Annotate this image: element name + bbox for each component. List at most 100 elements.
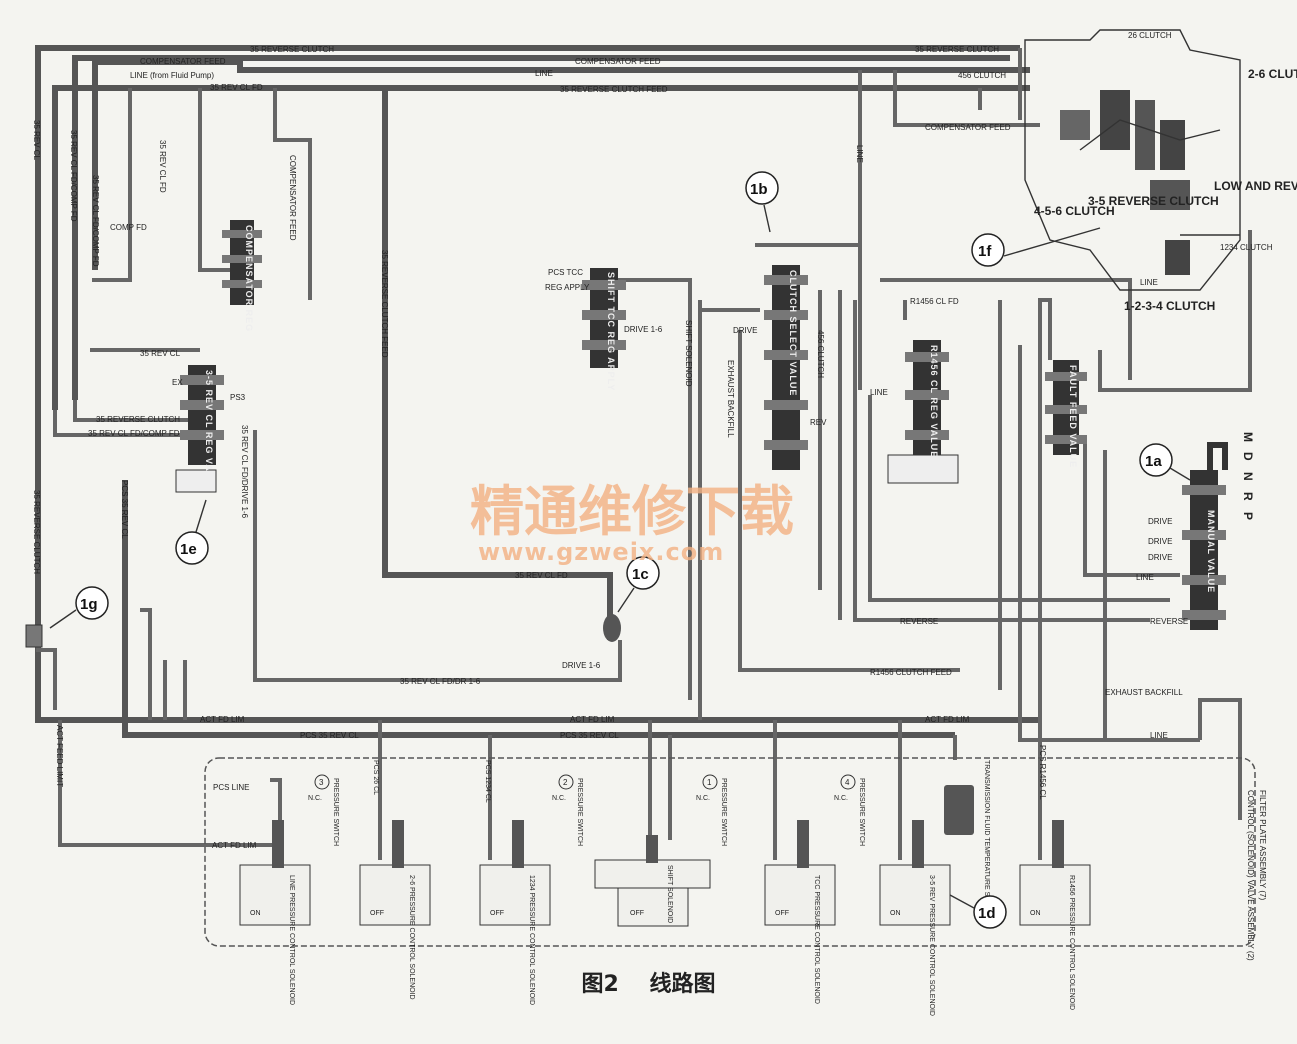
svg-text:ACT FD LIM: ACT FD LIM bbox=[570, 715, 615, 724]
callout-1g: 1g bbox=[49, 586, 109, 629]
svg-text:MANUAL VALUE: MANUAL VALUE bbox=[1206, 510, 1216, 593]
svg-text:3-5 REV PRESSURE CONTROL SOLEN: 3-5 REV PRESSURE CONTROL SOLENOID bbox=[928, 875, 935, 1016]
svg-text:ACT FD LIM: ACT FD LIM bbox=[200, 715, 245, 724]
ball-check-1c bbox=[603, 614, 621, 642]
svg-text:COMPENSATOR FEED: COMPENSATOR FEED bbox=[925, 123, 1011, 132]
svg-text:ON: ON bbox=[250, 910, 261, 917]
tft-sensor-label: TRANSMISSION FLUID TEMPERATURE SENSOR bbox=[983, 760, 990, 921]
valve-fault-feed: FAULT FEED VALUE bbox=[1045, 360, 1087, 468]
svg-text:SHIFT SOLENOID: SHIFT SOLENOID bbox=[666, 865, 673, 923]
svg-text:1d: 1d bbox=[978, 905, 996, 922]
svg-text:LINE: LINE bbox=[1150, 731, 1168, 740]
callout-1f: 1f bbox=[971, 227, 1101, 267]
svg-text:PCS R1456 CL: PCS R1456 CL bbox=[1038, 745, 1047, 800]
valve-shift-tcc: SHIFT TCC REG APPLY bbox=[582, 268, 626, 391]
svg-text:35 REVERSE CLUTCH FEED: 35 REVERSE CLUTCH FEED bbox=[560, 85, 668, 94]
svg-text:PRESSURE SWITCH: PRESSURE SWITCH bbox=[576, 778, 583, 846]
manual-position-indicator: M D N R P bbox=[1241, 432, 1255, 520]
svg-text:N.C.: N.C. bbox=[552, 795, 566, 802]
svg-text:35 REV CL FD/COMP FD: 35 REV CL FD/COMP FD bbox=[91, 175, 100, 267]
svg-text:35 REVERSE CLUTCH: 35 REVERSE CLUTCH bbox=[32, 490, 41, 574]
svg-text:PRESSURE SWITCH: PRESSURE SWITCH bbox=[858, 778, 865, 846]
valve-clutch-select: CLUTCH SELECT VALUE bbox=[764, 265, 808, 470]
svg-text:DRIVE: DRIVE bbox=[1148, 517, 1172, 526]
svg-text:N.C.: N.C. bbox=[696, 795, 710, 802]
svg-text:PCS 35 REV CL: PCS 35 REV CL bbox=[300, 731, 359, 740]
svg-text:PCS 26 CL: PCS 26 CL bbox=[372, 760, 379, 795]
svg-text:PRESSURE SWITCH: PRESSURE SWITCH bbox=[720, 778, 727, 846]
tft-sensor bbox=[944, 785, 974, 835]
svg-text:35 REV CL FD: 35 REV CL FD bbox=[158, 140, 167, 193]
watermark-cn: 精通维修下载 bbox=[470, 480, 794, 543]
svg-text:35 REV CL FD/COMP FD: 35 REV CL FD/COMP FD bbox=[69, 130, 78, 222]
svg-text:1f: 1f bbox=[978, 243, 992, 260]
svg-text:3: 3 bbox=[319, 778, 324, 787]
svg-text:2: 2 bbox=[563, 778, 568, 787]
svg-text:R1456 PRESSURE CONTROL SOLENOI: R1456 PRESSURE CONTROL SOLENOID bbox=[1068, 875, 1075, 1010]
svg-text:ACT FD LIM: ACT FD LIM bbox=[212, 841, 257, 850]
svg-text:REVERSE: REVERSE bbox=[1150, 617, 1188, 626]
label-2-6-clutch: 2-6 CLUTCH bbox=[1248, 67, 1297, 81]
svg-text:DRIVE: DRIVE bbox=[733, 326, 757, 335]
svg-text:N: N bbox=[1241, 472, 1255, 481]
pressure-switch-1: PRESSURE SWITCH 1 N.C. bbox=[696, 774, 727, 846]
svg-text:SHIFT SOLENOID: SHIFT SOLENOID bbox=[684, 320, 693, 387]
svg-text:PCS TCC: PCS TCC bbox=[548, 268, 583, 277]
solenoid-line-pcs: LINE PRESSURE CONTROL SOLENOID ON bbox=[239, 820, 311, 1005]
pressure-switch-2: PRESSURE SWITCH 2 N.C. bbox=[552, 774, 583, 846]
callout-1d: 1d bbox=[949, 894, 1007, 929]
svg-text:REV: REV bbox=[810, 418, 827, 427]
svg-text:ACT FEED LIMIT: ACT FEED LIMIT bbox=[55, 725, 64, 787]
valve-compensator: COMPENSATOR REG bbox=[222, 220, 262, 332]
label-1-2-3-4-clutch: 1-2-3-4 CLUTCH bbox=[1124, 299, 1215, 313]
svg-text:ON: ON bbox=[890, 910, 901, 917]
callout-1a: 1a bbox=[1139, 443, 1191, 481]
svg-text:FAULT FEED VALUE: FAULT FEED VALUE bbox=[1068, 365, 1078, 468]
valve-3-5-rev-cl-reg: 3-5 REV CL REG VALUE bbox=[175, 365, 224, 493]
passage-labels: 35 REVERSE CLUTCH 35 REVERSE CLUTCH COMP… bbox=[32, 45, 1267, 961]
svg-text:D: D bbox=[1241, 452, 1255, 461]
svg-text:EX: EX bbox=[172, 378, 183, 387]
svg-text:35 REV CL FD/DRIVE 1-6: 35 REV CL FD/DRIVE 1-6 bbox=[240, 425, 249, 519]
callout-1e: 1e bbox=[175, 499, 209, 565]
svg-text:1234 PRESSURE CONTROL SOLENOID: 1234 PRESSURE CONTROL SOLENOID bbox=[528, 875, 535, 1005]
svg-text:LINE (from Fluid Pump): LINE (from Fluid Pump) bbox=[130, 71, 214, 80]
svg-text:COMP FD: COMP FD bbox=[110, 223, 147, 232]
label-456-clutch: 456 CLUTCH bbox=[958, 71, 1006, 80]
svg-text:OFF: OFF bbox=[775, 910, 789, 917]
svg-text:CONTROL (SOLENOID) VALVE ASSEM: CONTROL (SOLENOID) VALVE ASSEMBLY (2) bbox=[1246, 790, 1255, 961]
svg-text:R: R bbox=[1241, 492, 1255, 501]
label-low-reverse-clutch: LOW AND REVERSE CLUTCH bbox=[1214, 179, 1297, 193]
svg-text:N.C.: N.C. bbox=[308, 795, 322, 802]
svg-text:COMPENSATOR REG: COMPENSATOR REG bbox=[244, 225, 254, 332]
svg-text:35 REV CL: 35 REV CL bbox=[32, 120, 41, 161]
pressure-switch-3: PRESSURE SWITCH 3 N.C. bbox=[308, 774, 339, 846]
svg-text:ACT FD LIM: ACT FD LIM bbox=[925, 715, 970, 724]
svg-text:35 REVERSE CLUTCH FEED: 35 REVERSE CLUTCH FEED bbox=[380, 250, 389, 358]
svg-text:35 REV CL FD: 35 REV CL FD bbox=[515, 571, 568, 580]
svg-text:1b: 1b bbox=[750, 181, 768, 198]
svg-text:PCS 1234 CL: PCS 1234 CL bbox=[484, 760, 491, 803]
svg-text:R1456 CLUTCH FEED: R1456 CLUTCH FEED bbox=[870, 668, 952, 677]
svg-text:OFF: OFF bbox=[490, 910, 504, 917]
svg-text:3-5 REV CL REG VALUE: 3-5 REV CL REG VALUE bbox=[204, 370, 214, 493]
figure-number: 图2 bbox=[581, 972, 619, 997]
svg-text:PCS 35 REV CL: PCS 35 REV CL bbox=[560, 731, 619, 740]
svg-text:EXHAUST BACKFILL: EXHAUST BACKFILL bbox=[1105, 688, 1183, 697]
svg-text:N.C.: N.C. bbox=[834, 795, 848, 802]
valve-manual: MANUAL VALUE bbox=[1182, 442, 1228, 630]
callout-1b: 1b bbox=[745, 171, 779, 233]
svg-text:PCS 35 REV CL: PCS 35 REV CL bbox=[120, 480, 129, 539]
label-26-clutch: 26 CLUTCH bbox=[1128, 31, 1172, 40]
ball-check-1g bbox=[25, 624, 43, 648]
svg-text:4: 4 bbox=[845, 778, 850, 787]
svg-text:P: P bbox=[1241, 512, 1255, 520]
hydraulic-passages bbox=[35, 45, 1252, 860]
figure-title: 线路图 bbox=[649, 972, 716, 997]
svg-text:LINE PRESSURE CONTROL SOLENOID: LINE PRESSURE CONTROL SOLENOID bbox=[288, 875, 295, 1005]
svg-text:35 REV CL FD/DR 1-6: 35 REV CL FD/DR 1-6 bbox=[400, 677, 481, 686]
svg-text:FILTER PLATE ASSEMBLY (7): FILTER PLATE ASSEMBLY (7) bbox=[1258, 790, 1267, 900]
svg-text:R1456 CL REG VALUE: R1456 CL REG VALUE bbox=[929, 345, 939, 458]
svg-text:1: 1 bbox=[707, 778, 712, 787]
